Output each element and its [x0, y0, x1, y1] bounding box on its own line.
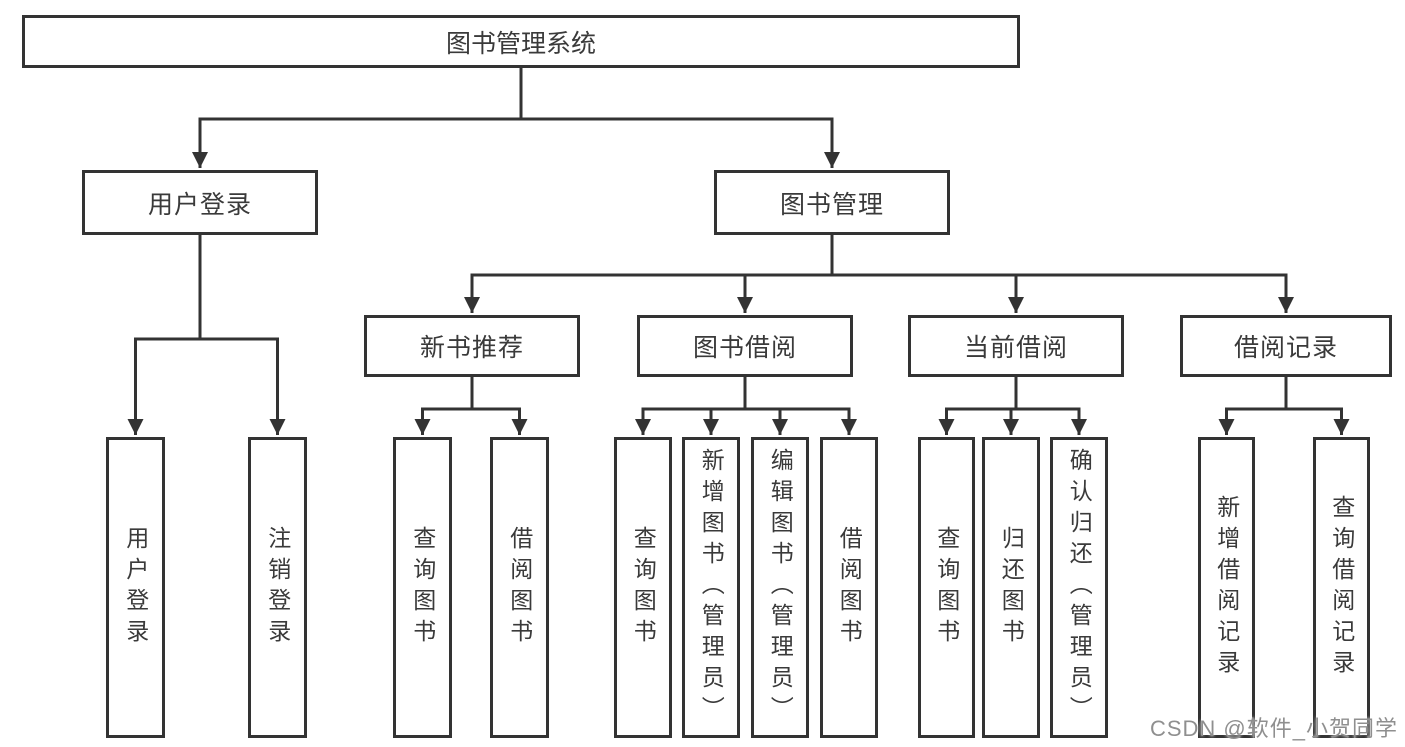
leaf-return-book-label: 归还图书 [998, 525, 1025, 650]
leaf-borrow-borrow-book: 借阅图书 [820, 437, 878, 738]
node-book-management: 图书管理 [714, 170, 950, 235]
node-book-borrow-label: 图书借阅 [692, 334, 797, 362]
leaf-add-book-admin-label: 新增图书（管理员） [698, 448, 725, 727]
connector-hubs [134, 117, 1343, 411]
leaf-query-borrow-record: 查询借阅记录 [1313, 437, 1370, 738]
node-book-borrow: 图书借阅 [637, 315, 853, 377]
node-user-login-label: 用户登录 [147, 190, 252, 219]
leaf-add-borrow-record-label: 新增借阅记录 [1213, 494, 1240, 681]
node-current-borrow: 当前借阅 [908, 315, 1124, 377]
leaf-return-book: 归还图书 [982, 437, 1040, 738]
node-book-management-label: 图书管理 [779, 190, 884, 219]
leaf-borrow-query-book-label: 查询图书 [630, 525, 657, 650]
leaf-newrec-borrow-book: 借阅图书 [490, 437, 549, 738]
leaf-add-borrow-record: 新增借阅记录 [1198, 437, 1255, 738]
node-root-system: 图书管理系统 [22, 15, 1020, 68]
leaf-confirm-return-admin: 确认归还（管理员） [1050, 437, 1108, 738]
node-new-book-recommend: 新书推荐 [364, 315, 580, 377]
leaf-current-query-book: 查询图书 [918, 437, 975, 738]
leaf-query-borrow-record-label: 查询借阅记录 [1328, 494, 1355, 681]
node-borrow-record-label: 借阅记录 [1233, 334, 1338, 362]
node-current-borrow-label: 当前借阅 [963, 334, 1068, 362]
leaf-add-book-admin: 新增图书（管理员） [682, 437, 740, 738]
node-root-system-label: 图书管理系统 [445, 29, 596, 58]
leaf-current-query-book-label: 查询图书 [933, 525, 960, 650]
leaf-newrec-query-book-label: 查询图书 [409, 525, 436, 650]
node-borrow-record: 借阅记录 [1180, 315, 1392, 377]
node-user-login: 用户登录 [82, 170, 318, 235]
leaf-logout: 注销登录 [248, 437, 307, 738]
leaf-logout-label: 注销登录 [264, 525, 291, 650]
connector-arrows [127, 119, 1350, 435]
node-new-book-recommend-label: 新书推荐 [419, 334, 524, 362]
leaf-user-login-label: 用户登录 [122, 525, 149, 650]
leaf-borrow-query-book: 查询图书 [614, 437, 672, 738]
leaf-newrec-borrow-book-label: 借阅图书 [506, 525, 533, 650]
leaf-edit-book-admin-label: 编辑图书（管理员） [767, 448, 794, 727]
leaf-confirm-return-admin-label: 确认归还（管理员） [1066, 448, 1093, 727]
csdn-watermark: CSDN @软件_小贺同学 [1149, 716, 1398, 741]
leaf-edit-book-admin: 编辑图书（管理员） [751, 437, 809, 738]
leaf-newrec-query-book: 查询图书 [393, 437, 452, 738]
connector-stems [198, 68, 1288, 409]
leaf-borrow-borrow-book-label: 借阅图书 [836, 525, 863, 650]
leaf-user-login: 用户登录 [106, 437, 165, 738]
